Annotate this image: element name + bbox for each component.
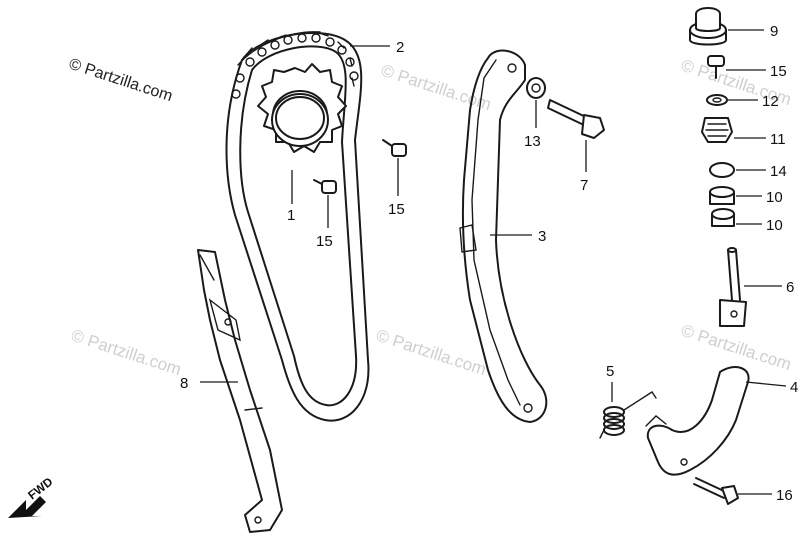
callout-10-lower: 10 (766, 217, 783, 234)
callout-5: 5 (606, 363, 614, 380)
sprocket-bolt-right (382, 139, 407, 157)
cam-sprocket (257, 63, 347, 153)
watermark-1: © Partzilla.com (379, 61, 494, 114)
watermark-3: © Partzilla.com (69, 326, 184, 379)
sealing-washer (706, 94, 728, 106)
callout-4: 4 (790, 379, 798, 396)
tensioner-spring (599, 391, 657, 439)
callout-8: 8 (180, 375, 188, 392)
o-ring (709, 162, 735, 178)
callout-numbers: 1 2 3 4 5 6 7 8 9 10 10 11 12 13 14 15 1… (180, 23, 798, 504)
cam-chain-guide (459, 49, 548, 423)
callout-13: 13 (524, 133, 541, 150)
callout-16: 16 (776, 487, 793, 504)
tensioner-bolt (707, 55, 725, 79)
tensioner-lifter (701, 117, 733, 143)
callout-10-upper: 10 (766, 189, 783, 206)
washer-13 (526, 77, 546, 99)
callout-14: 14 (770, 163, 787, 180)
chain-links (231, 33, 359, 99)
callout-7: 7 (580, 177, 588, 194)
callout-3: 3 (538, 228, 546, 245)
pivot-bolt (547, 99, 605, 139)
callout-15-middle: 15 (388, 201, 405, 218)
callout-2: 2 (396, 39, 404, 56)
leader-lines (200, 29, 787, 495)
callout-15-right: 15 (770, 63, 787, 80)
callout-9: 9 (770, 23, 778, 40)
collar-lower (711, 208, 735, 227)
sprocket-bolt-left (313, 179, 337, 194)
callout-11: 11 (770, 131, 786, 148)
callout-1: 1 (287, 207, 295, 224)
callout-12: 12 (762, 93, 779, 110)
tensioner-arm (645, 366, 750, 476)
tensioner-rod (719, 247, 747, 327)
collar-upper (709, 186, 735, 205)
forward-direction-arrow: FWD (8, 474, 56, 518)
cam-chain (225, 31, 370, 422)
copyright-text: © Partzilla.com (67, 56, 175, 105)
cam-chain-slipper (197, 249, 283, 533)
callout-15-left: 15 (316, 233, 333, 250)
callout-6: 6 (786, 279, 794, 296)
tensioner-cap (689, 7, 727, 46)
watermarks: © Partzilla.com © Partzilla.com © Partzi… (69, 56, 794, 379)
arm-bolt (693, 477, 739, 505)
watermark-4: © Partzilla.com (374, 326, 489, 379)
